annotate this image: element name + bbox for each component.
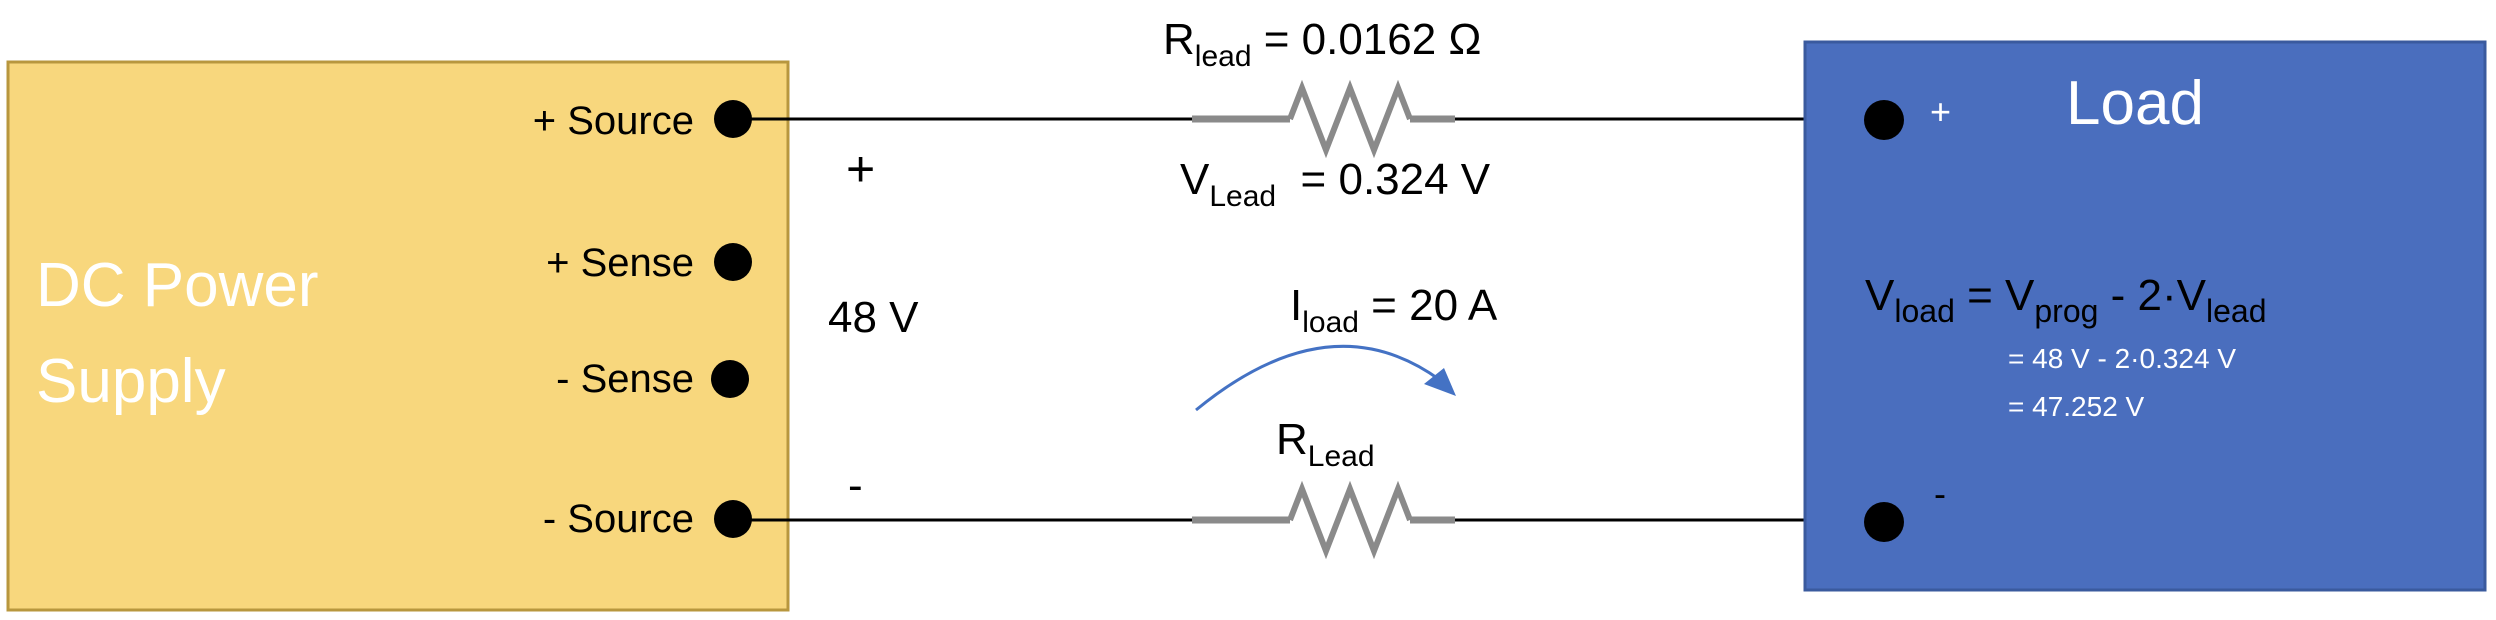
load-title: Load bbox=[2066, 69, 2204, 138]
load-box bbox=[1803, 40, 2487, 592]
load-plus-label: + bbox=[1930, 91, 1951, 132]
power-supply-title-line2: Supply bbox=[36, 347, 226, 416]
top-lead-resistance-label: Rlead = 0.0162 Ω bbox=[1163, 15, 1481, 73]
load-terminal-dot-minus bbox=[1864, 502, 1904, 542]
terminal-label-minus-sense: - Sense bbox=[556, 357, 694, 401]
load-current-label: Iload = 20 A bbox=[1290, 281, 1498, 339]
load-calc-line2: = 47.252 V bbox=[2008, 391, 2145, 422]
terminal-label-plus-sense: + Sense bbox=[546, 241, 694, 285]
supply-voltage-value: 48 V bbox=[828, 293, 919, 342]
bottom-lead-resistor bbox=[1192, 480, 1455, 560]
terminal-label-minus-source: - Source bbox=[543, 497, 694, 541]
power-supply-box bbox=[6, 60, 790, 612]
load-voltage-equation: Vload = Vprog - 2·Vlead bbox=[1865, 271, 2266, 329]
power-supply-title-line1: DC Power bbox=[36, 251, 319, 320]
load-calc-line1: = 48 V - 2·0.324 V bbox=[2008, 343, 2236, 374]
current-direction-arrow bbox=[1195, 344, 1456, 412]
terminal-dot-minus-sense bbox=[711, 360, 749, 398]
top-lead-voltage-label: VLead = 0.324 V bbox=[1180, 155, 1491, 213]
load-minus-label: - bbox=[1934, 473, 1946, 514]
bottom-lead-resistance-label: RLead bbox=[1276, 415, 1375, 473]
terminal-dot-plus-sense bbox=[714, 243, 752, 281]
terminal-label-plus-source: + Source bbox=[533, 99, 694, 143]
supply-minus-sign: - bbox=[848, 461, 863, 510]
load-terminal-dot-plus bbox=[1864, 100, 1904, 140]
top-lead-resistor bbox=[1192, 79, 1455, 159]
supply-plus-sign: + bbox=[846, 141, 875, 197]
